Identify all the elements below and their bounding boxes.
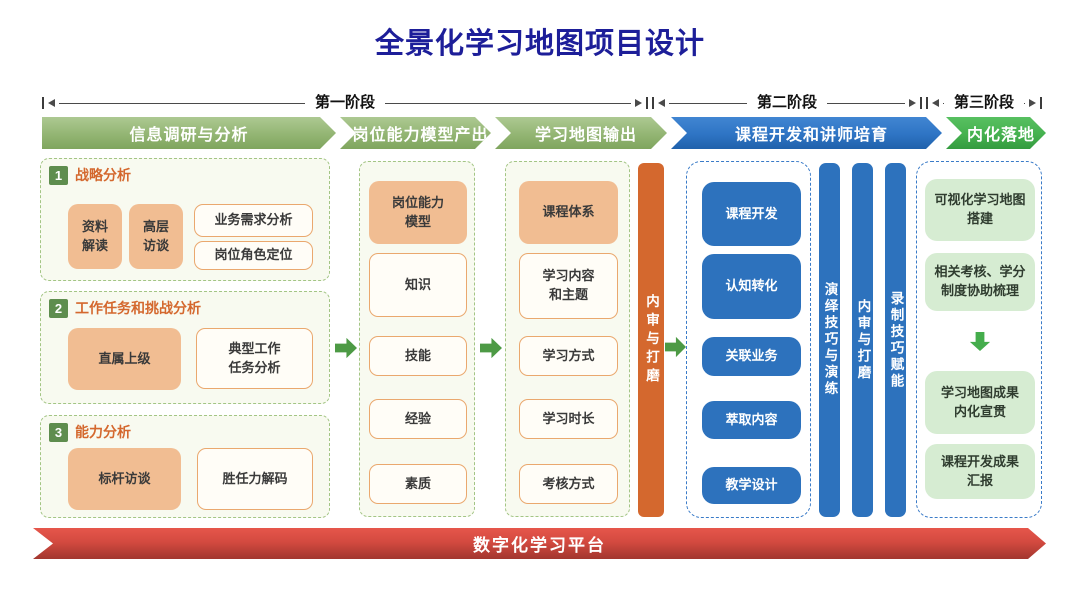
box-direct-supervisor: 直属上级 xyxy=(68,328,181,390)
box-course-development: 课程开发 xyxy=(702,182,801,246)
box-content-extraction: 萃取内容 xyxy=(702,401,801,439)
section-task-challenge-analysis: 2 工作任务和挑战分析 直属上级 典型工作 任务分析 xyxy=(40,291,330,404)
phase-ruler-3: 第三阶段 xyxy=(926,94,1043,111)
banner-internalization: 内化落地 xyxy=(946,117,1046,149)
ruler-line xyxy=(827,102,906,104)
banner-info-research: 信息调研与分析 xyxy=(42,117,336,149)
box-business-needs-analysis: 业务需求分析 xyxy=(194,204,313,237)
box-assessment-method: 考核方式 xyxy=(519,464,618,504)
right-arrowhead-icon xyxy=(909,99,917,107)
box-material-reading: 资料 解读 xyxy=(68,204,122,269)
box-course-system-header: 课程体系 xyxy=(519,181,618,244)
section-number-badge: 3 xyxy=(49,423,68,442)
section-title: 工作任务和挑战分析 xyxy=(75,300,201,316)
box-knowledge: 知识 xyxy=(369,253,467,317)
box-skills: 技能 xyxy=(369,336,467,376)
ruler-tick xyxy=(646,97,649,109)
bar-review-polish-2: 内审与打磨 xyxy=(852,163,873,517)
section-capability-analysis: 3 能力分析 标杆访谈 胜任力解码 xyxy=(40,415,330,518)
box-competency-model-header: 岗位能力 模型 xyxy=(369,181,467,244)
banner-competency-model-output: 岗位能力模型产出 xyxy=(340,117,491,149)
right-arrow-icon xyxy=(480,337,502,359)
box-map-result-promotion: 学习地图成果 内化宣贯 xyxy=(925,371,1035,434)
bar-review-polish: 内审与打磨 xyxy=(638,163,664,517)
box-role-positioning: 岗位角色定位 xyxy=(194,241,313,270)
ruler-tick xyxy=(1040,97,1043,109)
phase-ruler-1: 第一阶段 xyxy=(42,94,649,111)
box-typical-task-analysis: 典型工作 任务分析 xyxy=(196,328,313,389)
ruler-line xyxy=(59,102,305,104)
left-arrowhead-icon xyxy=(932,99,939,107)
box-learning-duration: 学习时长 xyxy=(519,399,618,439)
ruler-tick xyxy=(42,97,44,109)
left-arrowhead-icon xyxy=(48,99,55,107)
panel-learning-map: 课程体系 学习内容 和主题 学习方式 学习时长 考核方式 xyxy=(505,161,630,517)
box-business-linking: 关联业务 xyxy=(702,337,801,376)
section-strategy-analysis: 1 战略分析 资料 解读 高层 访谈 业务需求分析 岗位角色定位 xyxy=(40,158,330,281)
ruler-tick xyxy=(926,97,928,109)
phase-ruler-2: 第二阶段 xyxy=(652,94,923,111)
ruler-line xyxy=(943,102,944,104)
box-learning-method: 学习方式 xyxy=(519,336,618,376)
box-experience: 经验 xyxy=(369,399,467,439)
ruler-tick xyxy=(920,97,923,109)
section-title: 能力分析 xyxy=(75,424,131,440)
right-arrow-icon xyxy=(335,337,357,359)
phase-label: 第三阶段 xyxy=(954,94,1015,111)
box-competency-decoding: 胜任力解码 xyxy=(197,448,313,510)
box-assessment-credit-system: 相关考核、学分 制度协助梳理 xyxy=(925,253,1035,311)
box-benchmark-interview: 标杆访谈 xyxy=(68,448,181,510)
banner-course-dev-trainer: 课程开发和讲师培育 xyxy=(671,117,942,149)
bar-performance-drill: 演绎技巧与演练 xyxy=(819,163,840,517)
box-instructional-design: 教学设计 xyxy=(702,467,801,504)
panel-course-development: 课程开发 认知转化 关联业务 萃取内容 教学设计 xyxy=(686,161,811,518)
page-title: 全景化学习地图项目设计 xyxy=(374,28,705,60)
ruler-line xyxy=(669,102,747,104)
digital-learning-platform-banner: 数字化学习平台 xyxy=(33,528,1046,559)
box-executive-interview: 高层 访谈 xyxy=(129,204,183,269)
box-learning-content-topics: 学习内容 和主题 xyxy=(519,253,618,319)
section-number-badge: 2 xyxy=(49,299,68,318)
section-title: 战略分析 xyxy=(75,167,131,183)
down-arrow-icon xyxy=(969,332,991,351)
banner-learning-map-output: 学习地图输出 xyxy=(495,117,667,149)
right-arrowhead-icon xyxy=(635,99,643,107)
box-course-result-report: 课程开发成果 汇报 xyxy=(925,444,1035,499)
panel-competency-model: 岗位能力 模型 知识 技能 经验 素质 xyxy=(359,161,475,517)
phase-label: 第一阶段 xyxy=(315,94,376,111)
ruler-line xyxy=(385,102,632,104)
box-qualities: 素质 xyxy=(369,464,467,504)
box-visual-map-building: 可视化学习地图 搭建 xyxy=(925,179,1035,241)
right-arrowhead-icon xyxy=(1029,99,1037,107)
box-cognitive-transformation: 认知转化 xyxy=(702,254,801,319)
phase-label: 第二阶段 xyxy=(757,94,818,111)
panel-internalization: 可视化学习地图 搭建 相关考核、学分 制度协助梳理 学习地图成果 内化宣贯 课程… xyxy=(916,161,1042,518)
ruler-line xyxy=(1024,102,1026,104)
section-number-badge: 1 xyxy=(49,166,68,185)
ruler-tick xyxy=(652,97,654,109)
right-arrow-icon xyxy=(665,336,686,358)
left-arrowhead-icon xyxy=(658,99,665,107)
bar-recording-skills: 录制技巧赋能 xyxy=(885,163,906,517)
